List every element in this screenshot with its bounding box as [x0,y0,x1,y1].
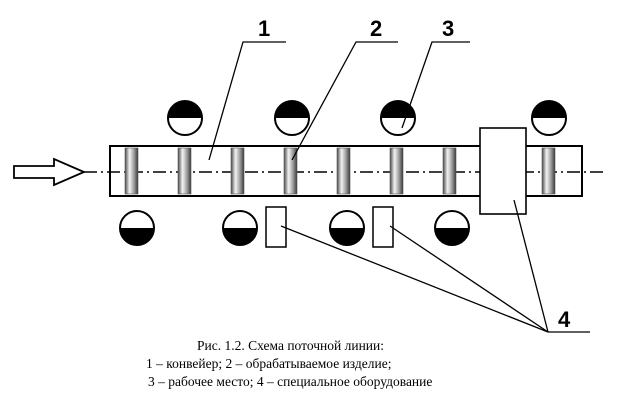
callout-label-1: 1 [258,16,270,41]
workplace-circle-icon [434,210,470,246]
special-equipment-box [265,206,287,248]
workplace-circle-icon [167,100,203,136]
leader-line-4a [280,225,549,333]
workplace-circle-icon [222,210,258,246]
callout-label-4: 4 [558,307,571,332]
caption-title: Рис. 1.2. Схема поточной линии: [197,338,384,353]
special-equipment-main [479,127,527,215]
workplace-circle-icon [119,210,155,246]
workpieces [124,147,556,195]
leader-line-3 [401,41,470,129]
callout-label-3: 3 [442,16,454,41]
workpiece [230,147,245,195]
workplace-circle-icon [531,100,567,136]
workpiece [124,147,139,195]
workplaces-top [167,100,567,136]
workpiece [389,147,404,195]
leader-line-4c [513,199,549,333]
workpiece [336,147,351,195]
workpiece [177,147,192,195]
workpiece [541,147,556,195]
special-equipment-box [372,206,394,248]
workpiece [283,147,298,195]
workplace-circle-icon [329,210,365,246]
workplace-circle-icon [274,100,310,136]
flow-arrow-icon [13,157,87,187]
workplaces-bottom [119,210,470,246]
caption-line-2: 3 – рабочее место; 4 – специальное обору… [148,374,433,389]
callout-label-2: 2 [370,16,382,41]
caption-line-1: 1 – конвейер; 2 – обрабатываемое изделие… [146,356,392,371]
workpiece [442,147,457,195]
leader-line-1 [208,41,286,161]
leader-line-2 [291,41,398,161]
leader-line-4b [389,225,549,333]
